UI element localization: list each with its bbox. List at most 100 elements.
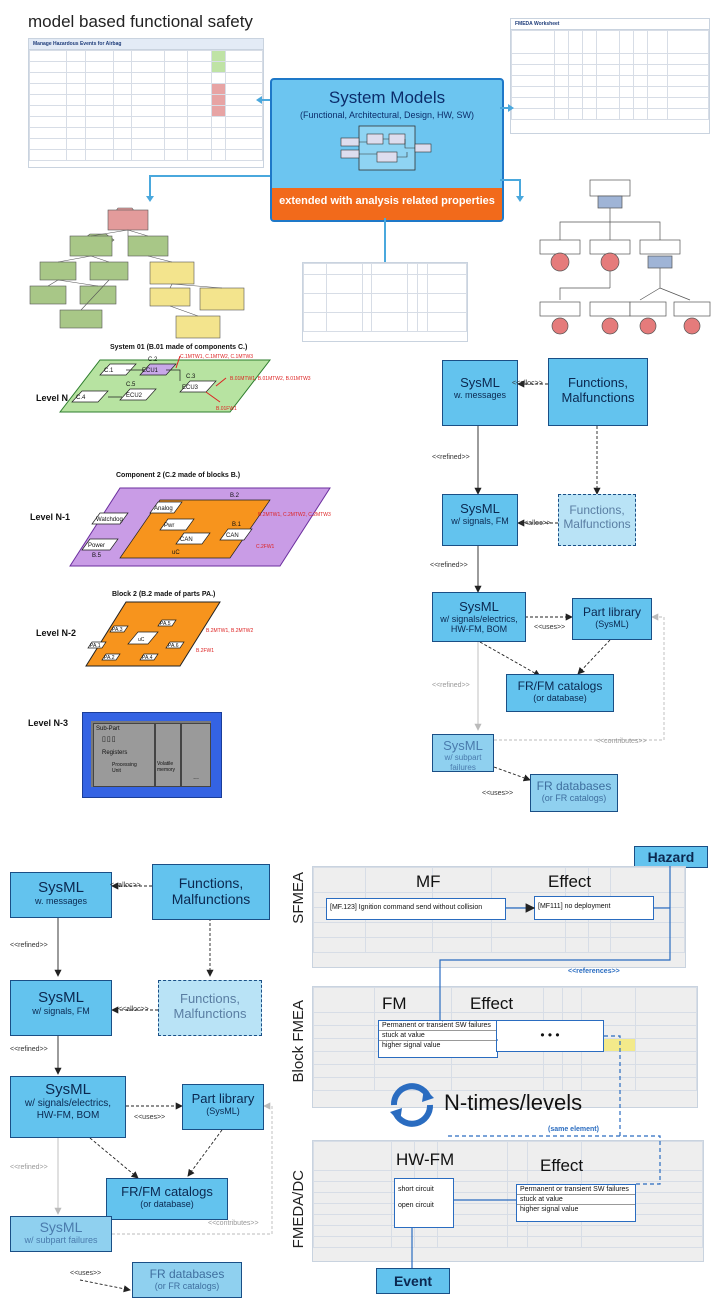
svg-text:Watchdog: Watchdog (96, 517, 123, 523)
refined-label-3: <<refined>> (432, 682, 470, 689)
sysml-subpart-b-line2: w/ subpart failures (24, 1235, 98, 1245)
event-tag: Event (376, 1268, 450, 1294)
sysml-subpart-box-b: SysML w/ subpart failures (10, 1216, 112, 1252)
sfmea-mini-table (302, 262, 468, 342)
svg-text:PA.4: PA.4 (142, 655, 153, 661)
svg-text:B.01FW1: B.01FW1 (216, 406, 237, 412)
connector-fta (500, 179, 521, 196)
catalogs-b-line2: (or database) (140, 1199, 194, 1209)
functions-b-line2: Malfunctions (171, 891, 251, 907)
functions-malfunctions-box: Functions, Malfunctions (548, 358, 648, 426)
fmeda-effect-box: Permanent or transient SW failures stuck… (516, 1184, 636, 1222)
catalogs-line2: (or database) (533, 693, 587, 703)
frdb-b-line2: (or FR catalogs) (154, 1281, 220, 1291)
svg-text:Pwr: Pwr (164, 523, 174, 529)
part-library-box: Part library (SysML) (572, 598, 652, 640)
svg-text:CAN: CAN (180, 537, 193, 543)
level-n2-drawing: PA.1PA.2PA.3PA.4PA.5PA.6uC B.2MTW1, B.2M… (85, 601, 253, 667)
uses-label-2: <<uses>> (482, 790, 514, 797)
sysml-messages-box: SysML w. messages (442, 360, 518, 426)
system-models-title: System Models (328, 88, 446, 107)
svg-text:B.5: B.5 (92, 553, 102, 559)
effect-item-text: [MF111] no deployment (538, 903, 611, 910)
sysml-electrics-b-line3: HW-FM, BOM (36, 1110, 100, 1121)
level-n3-chip: Sub-Part ▯▯▯ Registers Processing Unit V… (82, 712, 222, 798)
sysml-electrics-b-line1: SysML (45, 1081, 91, 1098)
hwfm-heading: HW-FM (396, 1150, 455, 1169)
svg-text:ECU3: ECU3 (182, 385, 199, 391)
system-models-subtitle: (Functional, Architectural, Design, HW, … (299, 110, 475, 120)
fmeda-effect-heading: Effect (540, 1156, 584, 1175)
svg-text:C.5: C.5 (126, 382, 136, 388)
fm-failure-3: higher signal value (382, 1042, 441, 1049)
frdb-line1: FR databases (536, 779, 612, 793)
sysml-signals-line2: w/ signals, FM (451, 516, 509, 526)
refined-label-b2: <<refined>> (10, 1046, 48, 1053)
volatile-memory-label: Volatile memory (157, 761, 176, 773)
functions2-line2: Malfunctions (563, 517, 631, 531)
sysml-subpart-b-line1: SysML (39, 1219, 83, 1235)
svg-text:PA.1: PA.1 (90, 643, 101, 649)
block-fmea-table (312, 986, 698, 1108)
more-label: ... (193, 774, 199, 781)
svg-text:C.1: C.1 (104, 368, 114, 374)
uses-label-b2: <<uses>> (70, 1270, 102, 1277)
functions-malfunctions-box-2: Functions, Malfunctions (558, 494, 636, 546)
sysml-signals-box: SysML w/ signals, FM (442, 494, 518, 546)
part-library-box-b: Part library (SysML) (182, 1084, 264, 1130)
sysml-messages-line2: w. messages (453, 390, 507, 400)
sub-part-label: Sub-Part (96, 726, 120, 732)
hazard-table: Manage Hazardous Events for Airbag (28, 38, 264, 168)
svg-text:C.4: C.4 (76, 395, 86, 401)
svg-text:uC: uC (172, 550, 180, 556)
functions-b-line1: Functions, (178, 875, 244, 891)
hazard-table-grid (29, 50, 263, 161)
same-element-label: (same element) (548, 1126, 599, 1133)
sysml-electrics-box-b: SysML w/ signals/electrics, HW-FM, BOM (10, 1076, 126, 1138)
svg-text:Analog: Analog (154, 506, 173, 512)
sysml-signals-line1: SysML (460, 501, 500, 516)
sysml-messages-b-line1: SysML (38, 879, 84, 896)
cycle-icon (390, 1083, 434, 1127)
component-diagram-icon (340, 125, 432, 171)
svg-text:Power: Power (88, 543, 105, 549)
mf-item-text: [MF.123] Ignition command send without c… (330, 904, 483, 911)
svg-text:B.2FW1: B.2FW1 (196, 648, 214, 654)
part-library-line1: Part library (582, 605, 641, 619)
svg-text:uC: uC (138, 637, 145, 643)
sysml-signals-box-b: SysML w/ signals, FM (10, 980, 112, 1036)
fm-failure-1: Permanent or transient SW failures (379, 1021, 497, 1031)
catalogs-b-line1: FR/FM catalogs (121, 1184, 213, 1199)
block-effect-box: • • • (496, 1020, 604, 1052)
svg-text:C.2: C.2 (148, 357, 158, 363)
sysml-subpart-line2: w/ subpart failures (444, 753, 482, 772)
fm-failure-2: stuck at value (379, 1031, 497, 1041)
sub-part-block: Sub-Part ▯▯▯ Registers Processing Unit (93, 723, 155, 787)
sysml-messages-line1: SysML (460, 375, 500, 390)
fr-databases-box: FR databases (or FR catalogs) (530, 774, 618, 812)
catalogs-line1: FR/FM catalogs (517, 679, 603, 693)
fr-fm-catalogs-box: FR/FM catalogs (or database) (506, 674, 614, 712)
alloc-label-1: <<alloc>> (512, 380, 543, 387)
functions-line2: Malfunctions (561, 390, 635, 405)
hazard-table-title: Manage Hazardous Events for Airbag (29, 39, 263, 50)
functions2-line1: Functions, (569, 503, 625, 517)
fm-heading: FM (382, 994, 407, 1013)
mf-item-box: [MF.123] Ignition command send without c… (326, 898, 506, 920)
refined-label-1: <<refined>> (432, 454, 470, 461)
sysml-electrics-line2: w/ signals/electrics, (440, 614, 518, 624)
level-n1-title: Component 2 (C.2 made of blocks B.) (116, 472, 241, 479)
level-n-label: Level N (36, 393, 69, 403)
sysml-electrics-line1: SysML (459, 599, 499, 614)
svg-text:C.1MTW1, C.1MTW2, C.1MTW3: C.1MTW1, C.1MTW2, C.1MTW3 (180, 354, 253, 360)
svg-text:B.2MTW1, B.2MTW2: B.2MTW1, B.2MTW2 (206, 628, 253, 634)
fmeda-failure-2: stuck at value (517, 1195, 635, 1205)
fmeda-grid (511, 30, 709, 120)
level-n3-label: Level N-3 (28, 718, 69, 728)
refined-label-b3: <<refined>> (10, 1164, 48, 1171)
svg-text:PA.3: PA.3 (112, 627, 123, 633)
level-n-title: System 01 (B.01 made of components C.) (110, 344, 248, 351)
level-n2-title: Block 2 (B.2 made of parts PA.) (112, 591, 216, 598)
